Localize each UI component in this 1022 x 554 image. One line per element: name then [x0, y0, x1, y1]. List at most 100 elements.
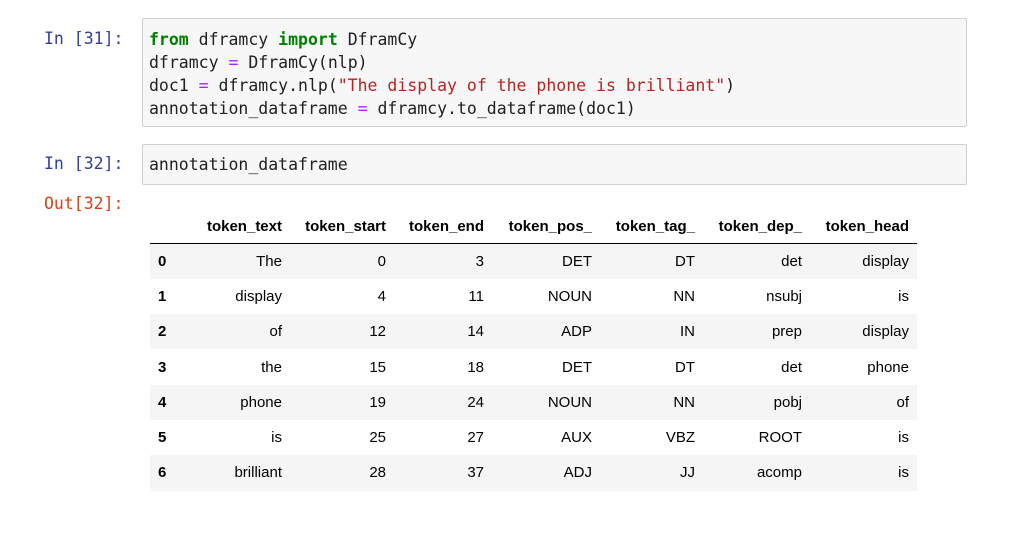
row-index: 3	[158, 358, 167, 376]
table-cell: ADJ	[563, 464, 592, 482]
column-header: token_pos_	[492, 209, 600, 244]
table-cell: 4	[377, 287, 386, 305]
row-index: 2	[158, 323, 167, 341]
column-header: token_start	[290, 209, 394, 244]
code-line: doc1 = dframcy.nlp("The display of the p…	[149, 74, 735, 97]
table-cell: phone	[867, 358, 909, 376]
row-index: 1	[158, 287, 167, 305]
code-line: dframcy = DframCy(nlp)	[149, 51, 735, 74]
code-line: annotation_dataframe	[149, 153, 348, 176]
code-token: dframcy	[149, 53, 229, 72]
table-cell: det	[781, 358, 802, 376]
code-line: from dframcy import DframCy	[149, 28, 735, 51]
column-header: token_end	[394, 209, 492, 244]
code-editor-32[interactable]: annotation_dataframe	[149, 153, 348, 176]
table-cell: AUX	[561, 429, 592, 447]
row-index: 4	[158, 393, 167, 411]
table-cell: nsubj	[766, 287, 802, 305]
code-token: annotation_dataframe	[149, 155, 348, 174]
code-token: DframCy(nlp)	[238, 53, 368, 72]
table-cell: 3	[475, 252, 484, 270]
column-header: token_text	[182, 209, 290, 244]
table-cell: phone	[240, 393, 282, 411]
table-cell: brilliant	[234, 464, 282, 482]
table-cell: ADP	[561, 323, 592, 341]
code-cell-32[interactable]: annotation_dataframe	[142, 144, 967, 185]
table-cell: The	[256, 252, 282, 270]
row-index: 5	[158, 429, 167, 447]
table-cell: is	[271, 429, 282, 447]
input-prompt-32: In [32]:	[44, 154, 124, 173]
table-cell: 12	[369, 323, 386, 341]
code-token: dframcy.nlp(	[208, 76, 338, 95]
table-cell: IN	[680, 323, 695, 341]
table-cell: 0	[377, 252, 386, 270]
code-token: from	[149, 30, 189, 49]
code-token: dframcy.to_dataframe(doc1)	[367, 99, 636, 118]
table-cell: 14	[467, 323, 484, 341]
table-cell: NOUN	[547, 287, 592, 305]
table-cell: DET	[562, 358, 592, 376]
table-cell: DET	[562, 252, 592, 270]
table-cell: NN	[673, 393, 695, 411]
table-cell: 27	[467, 429, 484, 447]
table-row: 1 display 4 11 NOUN NN nsubj is	[150, 278, 917, 315]
table-cell: DT	[675, 252, 695, 270]
table-cell: det	[781, 252, 802, 270]
table-cell: 15	[369, 358, 386, 376]
code-token: =	[198, 76, 209, 95]
table-cell: is	[898, 464, 909, 482]
table-row: 0 The 0 3 DET DT det display	[150, 243, 917, 279]
column-header: token_dep_	[703, 209, 810, 244]
input-prompt-31: In [31]:	[44, 29, 124, 48]
table-cell: NN	[673, 287, 695, 305]
table-cell: is	[898, 429, 909, 447]
code-line: annotation_dataframe = dframcy.to_datafr…	[149, 97, 735, 120]
column-header: token_tag_	[600, 209, 703, 244]
row-index: 6	[158, 464, 167, 482]
code-token: import	[278, 30, 338, 49]
table-cell: is	[898, 287, 909, 305]
table-cell: of	[896, 393, 909, 411]
table-cell: pobj	[773, 393, 802, 411]
table-cell: prep	[771, 323, 802, 341]
table-cell: VBZ	[665, 429, 695, 447]
table-cell: of	[269, 323, 282, 341]
code-token: =	[357, 99, 368, 118]
table-row: 5 is 25 27 AUX VBZ ROOT is	[150, 419, 917, 456]
table-cell: ROOT	[758, 429, 802, 447]
code-token: )	[725, 76, 736, 95]
table-cell: 28	[369, 464, 386, 482]
table-cell: display	[862, 252, 909, 270]
table-cell: the	[261, 358, 282, 376]
code-token: "The display of the phone is brilliant"	[337, 76, 726, 95]
table-cell: NOUN	[547, 393, 592, 411]
table-cell: 11	[468, 287, 484, 305]
code-token: annotation_dataframe	[149, 99, 358, 118]
table-cell: 25	[369, 429, 386, 447]
table-cell: 37	[467, 464, 484, 482]
table-cell: acomp	[756, 464, 802, 482]
code-token: DframCy	[337, 30, 418, 49]
table-cell: DT	[675, 358, 695, 376]
code-token: doc1	[149, 76, 199, 95]
code-token: =	[228, 53, 239, 72]
column-header: token_head	[810, 209, 917, 244]
row-index: 0	[158, 252, 167, 270]
table-cell: 19	[369, 393, 386, 411]
table-cell: display	[235, 287, 282, 305]
index-header	[150, 209, 182, 244]
code-token: dframcy	[188, 30, 279, 49]
table-row: 6 brilliant 28 37 ADJ JJ acomp is	[150, 455, 917, 491]
table-row: 3 the 15 18 DET DT det phone	[150, 349, 917, 385]
output-prompt-32: Out[32]:	[44, 194, 124, 213]
dataframe-table: token_text token_start token_end token_p…	[150, 209, 917, 491]
table-cell: 18	[467, 358, 484, 376]
table-cell: JJ	[680, 464, 695, 482]
table-cell: display	[862, 323, 909, 341]
